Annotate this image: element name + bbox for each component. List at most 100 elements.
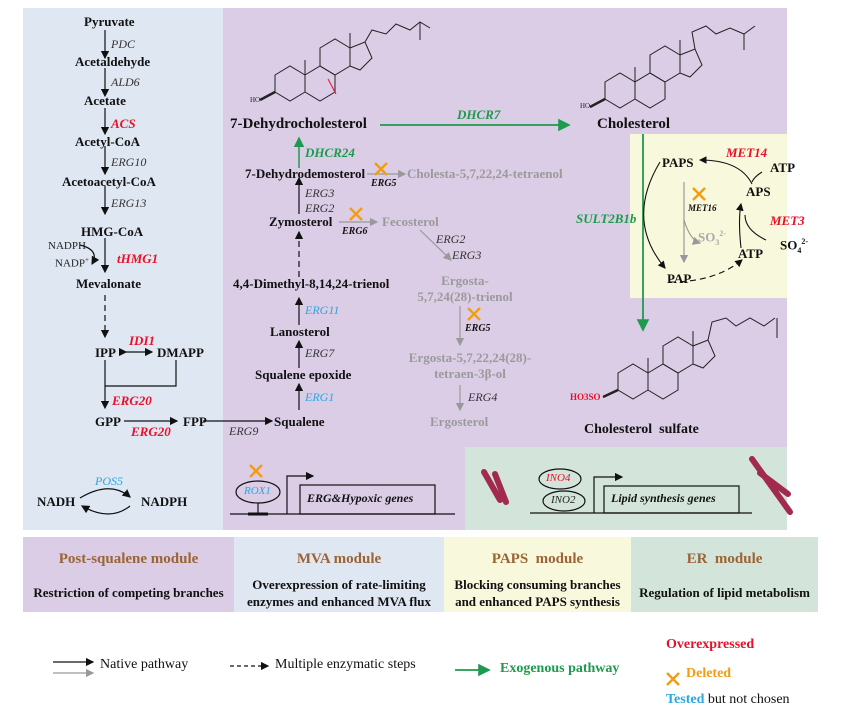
enzyme-acs: ACS xyxy=(111,116,136,131)
arrow-so4 xyxy=(744,214,767,241)
ergosta-trienol-line2: 5,7,24(28)-trienol xyxy=(417,289,513,304)
module-mva-desc: Overexpression of rate-limiting enzymes … xyxy=(247,577,431,609)
paps-panel xyxy=(630,134,787,298)
enzyme-pdc: PDC xyxy=(111,37,135,51)
lipid-genes-box xyxy=(603,485,740,514)
metabolite-fecosterol: Fecosterol xyxy=(382,214,439,229)
so3-label: SO32- xyxy=(698,229,726,247)
atp-top-label: ATP xyxy=(770,160,796,175)
enzyme-met3: MET3 xyxy=(770,213,805,228)
metabolite-nadh: NADH xyxy=(37,494,76,509)
module-paps-desc: Blocking consuming branches and enhanced… xyxy=(454,577,621,609)
enzyme-dhcr7: DHCR7 xyxy=(457,107,501,122)
metabolite-acetate: Acetate xyxy=(84,93,126,108)
cofactor-nadp-sup: + xyxy=(84,256,89,264)
lipid-genes-label: Lipid synthesis genes xyxy=(611,491,716,505)
cross-erg6 xyxy=(349,207,363,221)
arrow-nadh-nadph xyxy=(79,488,131,499)
metabolite-gpp: GPP xyxy=(95,414,121,429)
enzyme-erg9: ERG9 xyxy=(229,424,259,438)
enzyme-met14: MET14 xyxy=(726,145,768,160)
metabolite-cholesterol-sulfate: Cholesterol sulfate xyxy=(584,422,699,437)
arrow-nadph xyxy=(79,244,100,266)
ino4-label: INO4 xyxy=(546,472,571,484)
metabolite-ergosterol: Ergosterol xyxy=(430,414,489,429)
so4-text: SO xyxy=(780,237,798,253)
cross-met16 xyxy=(692,187,706,201)
enzyme-erg6: ERG6 xyxy=(342,226,368,237)
metabolite-squalene: Squalene xyxy=(274,414,325,429)
arrow-met14 xyxy=(698,156,753,185)
metabolite-ergosta-tetraen: Ergosta-5,7,22,24(28)- tetraen-3β-ol xyxy=(395,350,545,382)
enzyme-sult2b1b: SULT2B1b xyxy=(576,211,637,226)
promoter-arrow-lipid xyxy=(593,472,624,513)
aps-label: APS xyxy=(746,184,771,199)
cross-erg5-a xyxy=(374,162,388,176)
enzyme-dhcr24: DHCR24 xyxy=(305,145,355,160)
line-dmapp-gpp xyxy=(105,360,177,387)
metabolite-ipp: IPP xyxy=(95,345,116,360)
paps-label: PAPS xyxy=(662,155,694,170)
legend-exogenous-label: Exogenous pathway xyxy=(500,661,620,676)
erg-genes-label: ERG&Hypoxic genes xyxy=(307,491,414,505)
arrow-fecosterol-ergosta xyxy=(419,229,452,261)
ino4-oval xyxy=(538,468,582,490)
metabolite-7-dehydrodemosterol: 7-Dehydrodemosterol xyxy=(245,166,366,181)
so3-text: SO xyxy=(698,229,716,245)
module-post-squalene: Post-squalene module Restriction of comp… xyxy=(23,537,234,612)
metabolite-acetaldehyde: Acetaldehyde xyxy=(75,54,151,69)
module-mva-title: MVA module xyxy=(296,551,382,567)
ergosta-tetraen-line2: tetraen-3β-ol xyxy=(434,366,506,381)
metabolite-dimethyl-trienol: 4,4-Dimethyl-8,14,24-trienol xyxy=(233,276,390,291)
arrow-nadph-nadh xyxy=(80,505,131,515)
enzyme-erg3-b: ERG3 xyxy=(452,248,482,262)
cofactor-nadp-text: NADP xyxy=(55,257,85,270)
enzyme-erg2-b: ERG2 xyxy=(436,232,466,246)
atp-bottom-label: ATP xyxy=(738,246,764,261)
legend-deleted-label: Deleted xyxy=(686,666,732,681)
rox1-label: ROX1 xyxy=(244,485,271,497)
enzyme-erg20-a: ERG20 xyxy=(112,393,152,408)
so4-sub: 4 xyxy=(797,245,802,255)
module-mva: MVA module Overexpression of rate-limiti… xyxy=(234,537,444,612)
promoter-arrow-erg xyxy=(286,471,315,514)
metabolite-zymosterol: Zymosterol xyxy=(269,214,333,229)
module-paps-title: PAPS module xyxy=(491,551,584,567)
metabolite-nadph: NADPH xyxy=(141,494,188,509)
enzyme-erg2: ERG2 xyxy=(305,201,335,215)
enzyme-erg13: ERG13 xyxy=(111,196,147,210)
er-panel xyxy=(465,447,787,530)
label-ho3so: HO3SO xyxy=(570,392,601,402)
enzyme-erg3: ERG3 xyxy=(305,186,335,200)
label-ho-cholesterol: HO xyxy=(580,102,591,110)
enzyme-erg5-b: ERG5 xyxy=(465,323,491,334)
so3-sup: 2- xyxy=(719,229,727,238)
ino2-label: INO2 xyxy=(551,494,576,506)
metabolite-7-dehydrocholesterol: 7-Dehydrocholesterol xyxy=(230,116,367,132)
structure-cholesterol-sulfate xyxy=(602,317,778,400)
ergosta-tetraen-line1: Ergosta-5,7,22,24(28)- xyxy=(408,350,532,365)
legend-tested-word: Tested xyxy=(666,692,705,707)
enzyme-pos5: POS5 xyxy=(95,474,123,488)
deleted-crosses xyxy=(249,162,706,686)
metabolite-lanosterol: Lanosterol xyxy=(270,324,330,339)
legend-multiple-label: Multiple enzymatic steps xyxy=(275,657,416,672)
mva-panel xyxy=(23,8,223,530)
ergosta-trienol-line1: Ergosta- xyxy=(441,273,489,288)
metabolite-ergosta-trienol: Ergosta- 5,7,24(28)-trienol xyxy=(400,273,530,305)
legend-overexpressed-label: Overexpressed xyxy=(666,637,755,652)
structure-cholesterol xyxy=(589,25,756,109)
label-ho-7dhc: HO xyxy=(250,96,261,104)
arrow-met3 xyxy=(736,202,744,249)
cross-rox1 xyxy=(249,464,263,478)
legend-native-label: Native pathway xyxy=(100,657,189,672)
module-paps: PAPS module Blocking consuming branches … xyxy=(444,537,631,612)
enzyme-thmg1: tHMG1 xyxy=(117,251,159,266)
module-post-squalene-title: Post-squalene module xyxy=(58,551,199,567)
ino2-oval xyxy=(542,490,586,512)
cross-erg5-b xyxy=(467,307,481,321)
metabolite-dmapp: DMAPP xyxy=(157,345,204,360)
pap-label: PAP xyxy=(667,271,692,286)
so3-sub: 3 xyxy=(715,237,720,247)
